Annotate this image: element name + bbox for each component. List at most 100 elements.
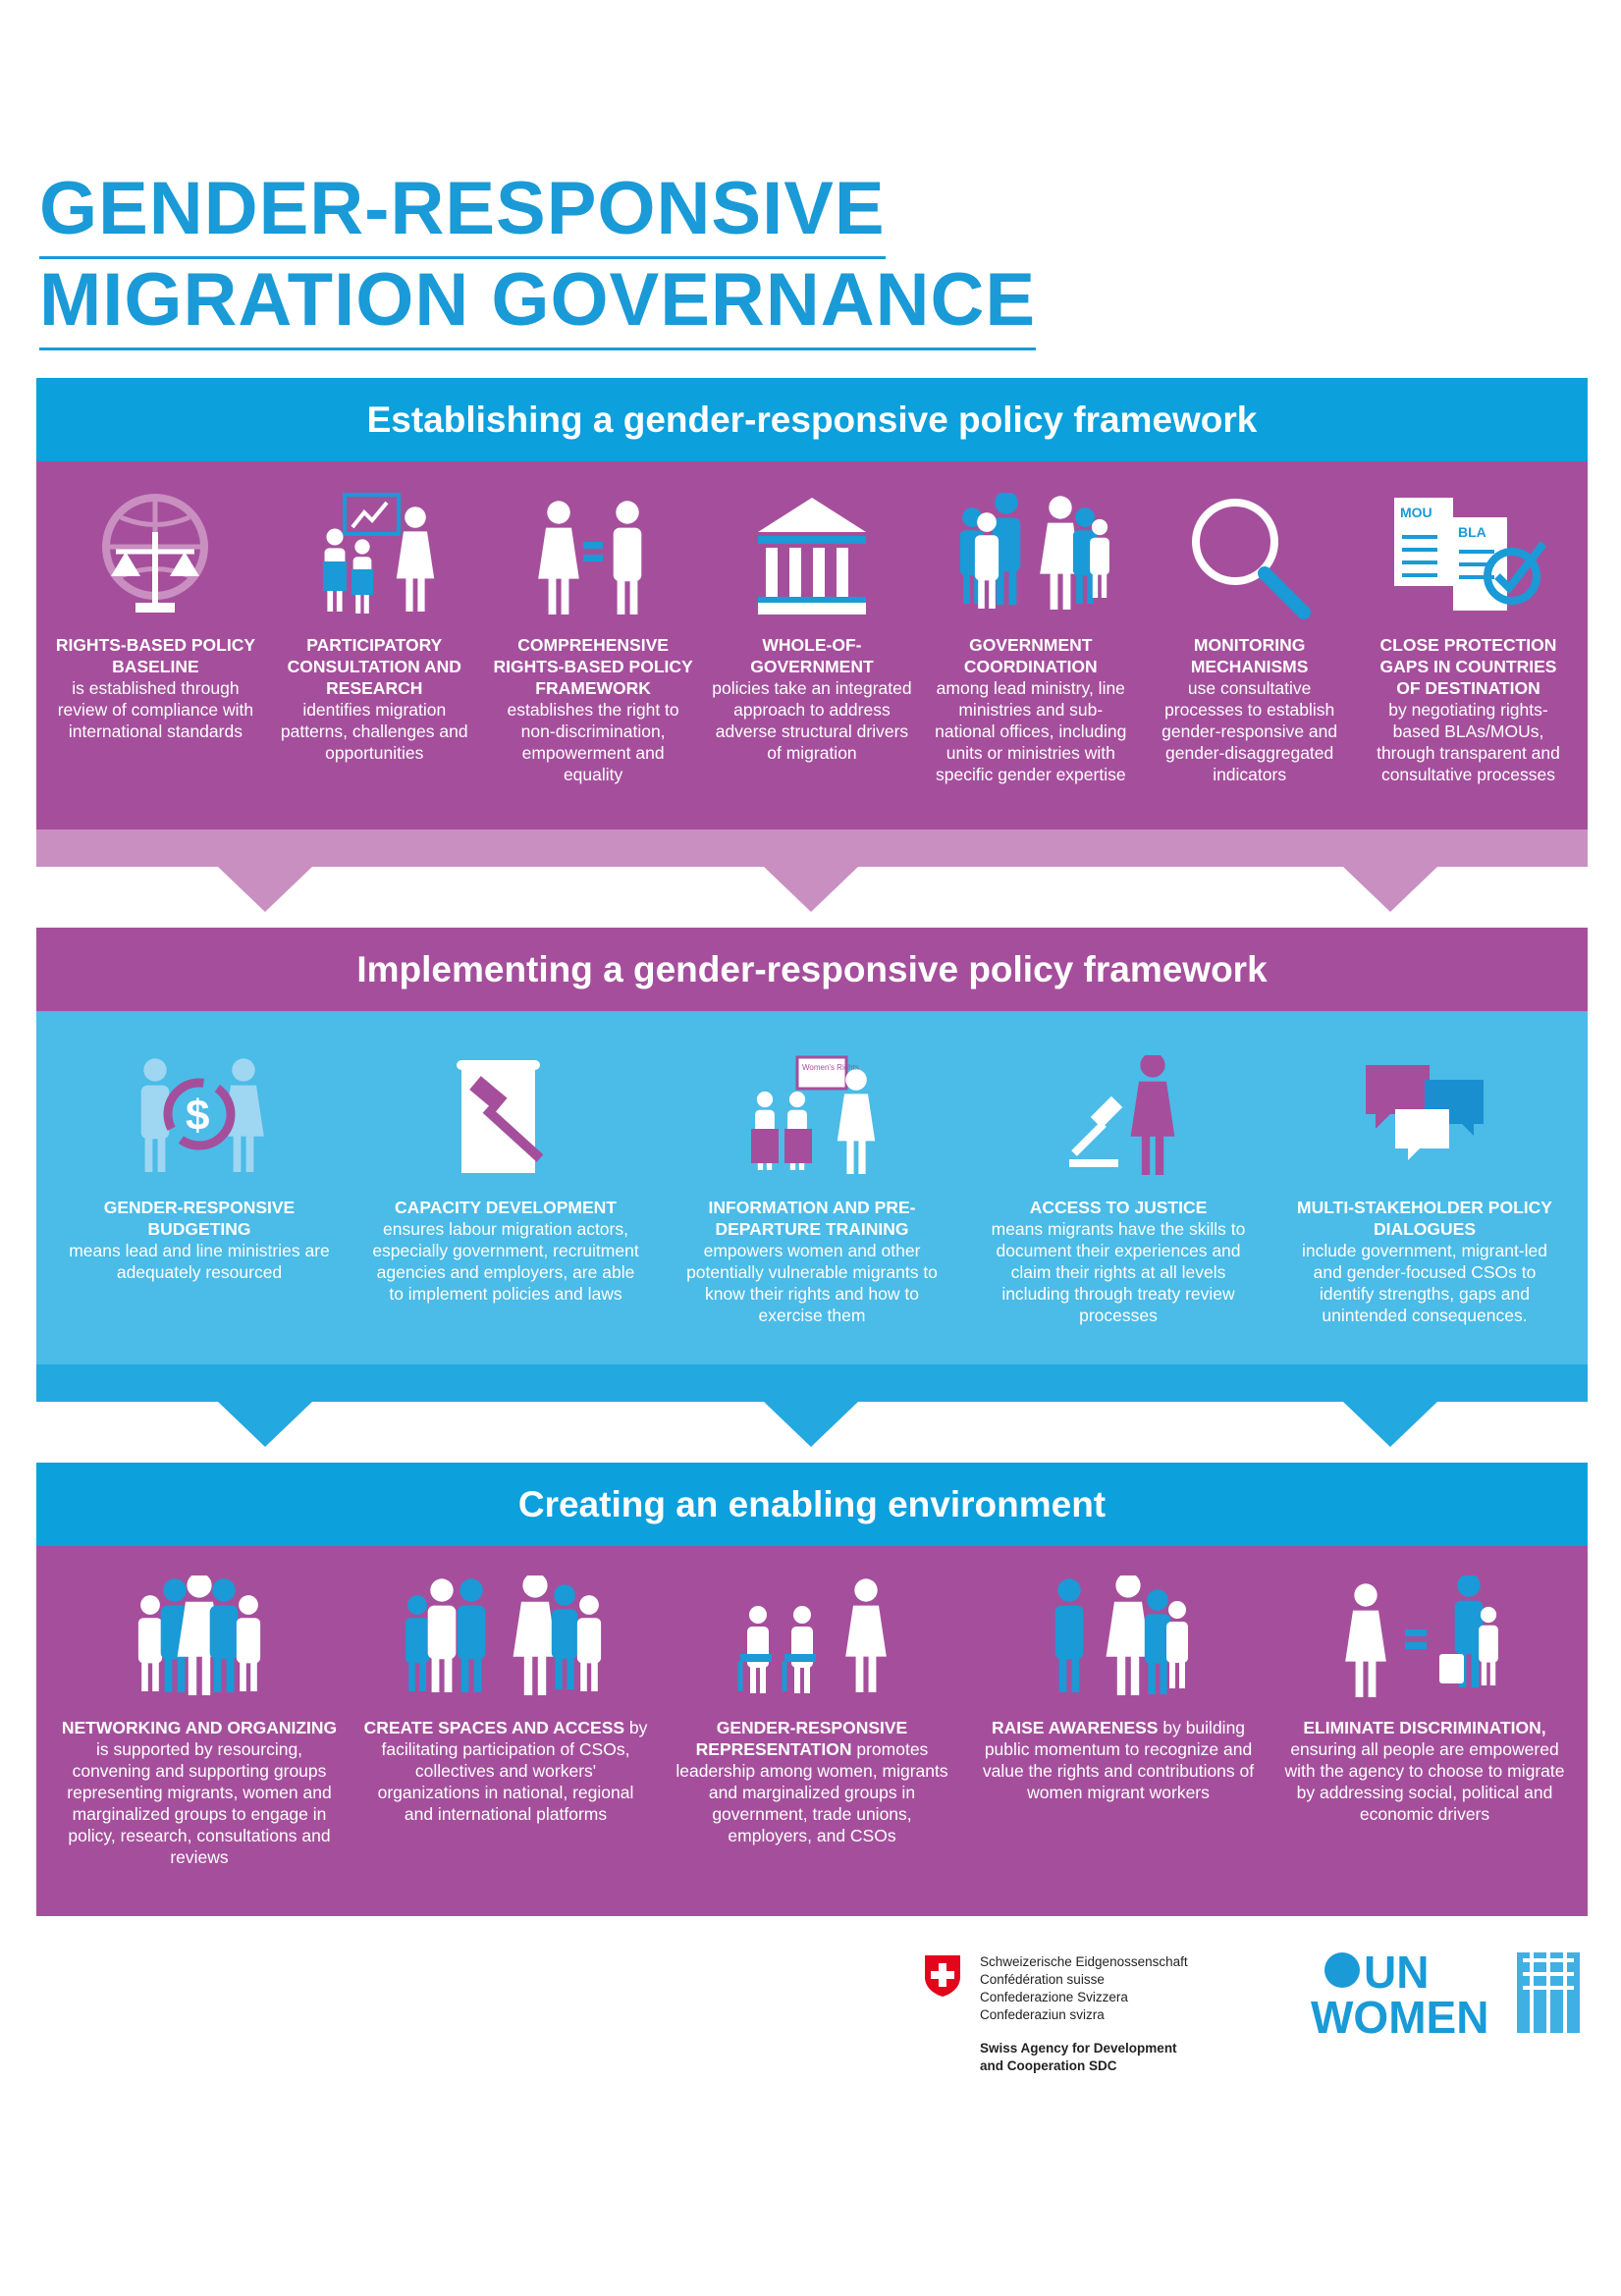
swiss-sdc-logo: Schweizerische Eidgenossenschaft Confédé…	[923, 1953, 1188, 2075]
framework-item: ELIMINATE DISCRIMINATION, ensuring all p…	[1282, 1546, 1567, 1916]
swiss-name-fr: Confédération suisse	[980, 1972, 1105, 1987]
item-text: among lead ministry, line ministries and…	[935, 678, 1127, 784]
magnifier-icon	[1181, 483, 1319, 620]
item-description: NETWORKING AND ORGANIZING is supported b…	[57, 1717, 342, 1868]
item-text: empowers women and other potentially vul…	[686, 1241, 938, 1325]
women-text: WOMEN	[1311, 1992, 1488, 2037]
swiss-name-rm: Confederaziun svizra	[980, 2007, 1105, 2022]
item-description: GENDER-RESPONSIVE REPRESENTATION promote…	[670, 1717, 954, 1846]
item-title: RIGHTS-BASED POLICY BASELINE	[55, 635, 256, 676]
item-title: GENDER-RESPONSIVE REPRESENTATION	[695, 1718, 908, 1759]
budget-cycle-icon: $	[131, 1045, 268, 1183]
item-description: COMPREHENSIVE RIGHTS-BASED POLICY FRAMEW…	[493, 634, 694, 785]
item-title: WHOLE-OF-GOVERNMENT	[750, 635, 874, 676]
documents-check-icon: MOU BLA	[1384, 483, 1551, 620]
item-text: means lead and line ministries are adequ…	[69, 1241, 330, 1282]
section-heading-implementing: Implementing a gender-responsive policy …	[36, 928, 1588, 1011]
svg-text:Women's Rights: Women's Rights	[802, 1063, 859, 1072]
swiss-name-it: Confederazione Svizzera	[980, 1990, 1128, 2004]
item-text: include government, migrant-led and gend…	[1302, 1241, 1547, 1325]
page-title-line-2: MIGRATION GOVERNANCE	[39, 263, 1037, 350]
section-enabling: NETWORKING AND ORGANIZING is supported b…	[36, 1546, 1588, 1916]
framework-item: CREATE SPACES AND ACCESS by facilitating…	[363, 1546, 648, 1916]
crowd-icon	[398, 1566, 614, 1703]
representation-icon	[729, 1566, 895, 1703]
sdc-name-line-2: and Cooperation SDC	[980, 2058, 1117, 2073]
consultation-icon	[305, 483, 443, 620]
item-title: INFORMATION AND PRE-DEPARTURE TRAINING	[708, 1198, 916, 1239]
government-building-icon	[748, 483, 876, 620]
item-title: CREATE SPACES AND ACCESS	[363, 1718, 625, 1737]
framework-item: MOU BLA CLOSE PROTECTION GAPS IN COUNTRIES…	[1368, 461, 1569, 829]
item-title: CAPACITY DEVELOPMENT	[395, 1198, 617, 1217]
scales-globe-icon	[91, 483, 219, 620]
item-text: by negotiating rights-based BLAs/MOUs, t…	[1377, 700, 1560, 784]
item-text: policies take an integrated approach to …	[712, 678, 912, 763]
group-icon	[126, 1566, 273, 1703]
item-text: means migrants have the skills to docume…	[991, 1219, 1246, 1325]
item-text: identifies migration patterns, challenge…	[280, 700, 468, 763]
item-text: promotes leadership among women, migrant…	[675, 1739, 948, 1845]
item-description: CAPACITY DEVELOPMENT ensures labour migra…	[371, 1197, 641, 1305]
item-text: by facilitating participation of CSOs, c…	[377, 1718, 648, 1824]
gavel-document-icon	[442, 1045, 569, 1183]
handshake-group-icon	[952, 483, 1109, 620]
item-title: RAISE AWARENESS	[991, 1718, 1159, 1737]
section-heading-establishing: Establishing a gender-responsive policy …	[36, 378, 1588, 461]
item-text: by building public momentum to recognize…	[982, 1718, 1255, 1802]
down-arrow	[1343, 1402, 1437, 1447]
down-arrow	[218, 867, 312, 912]
item-text: establishes the right to non-discriminat…	[507, 700, 679, 784]
item-description: CREATE SPACES AND ACCESS by facilitating…	[363, 1717, 648, 1825]
migrate-equal-icon	[1341, 1566, 1508, 1703]
training-icon: Women's Rights	[743, 1045, 881, 1183]
svg-text:MOU: MOU	[1400, 505, 1432, 520]
down-arrow	[764, 1402, 858, 1447]
un-text: UN	[1364, 1949, 1429, 1998]
item-description: RAISE AWARENESS by building public momen…	[976, 1717, 1261, 1803]
svg-text:$: $	[186, 1092, 209, 1140]
item-title: ELIMINATE DISCRIMINATION,	[1303, 1718, 1546, 1737]
framework-item: GENDER-RESPONSIVE REPRESENTATION promote…	[670, 1546, 954, 1916]
swiss-shield-icon	[925, 1955, 960, 1997]
framework-item: COMPREHENSIVE RIGHTS-BASED POLICY FRAMEW…	[493, 461, 694, 829]
megaphone-icon	[1045, 1566, 1192, 1703]
down-arrow	[1343, 867, 1437, 912]
item-title: NETWORKING AND ORGANIZING	[61, 1718, 338, 1737]
page-title-line-1: GENDER-RESPONSIVE	[39, 172, 886, 259]
item-text: use consultative processes to establish …	[1162, 678, 1338, 784]
item-text: is supported by resourcing, convening an…	[67, 1739, 332, 1867]
equality-icon	[529, 483, 657, 620]
item-description: CLOSE PROTECTION GAPS IN COUNTRIES OF DE…	[1368, 634, 1569, 785]
item-title: MULTI-STAKEHOLDER POLICY DIALOGUES	[1297, 1198, 1552, 1239]
item-title: PARTICIPATORY CONSULTATION AND RESEARCH	[287, 635, 461, 698]
framework-item: RAISE AWARENESS by building public momen…	[976, 1546, 1261, 1916]
divider-strip	[36, 1364, 1588, 1402]
sdc-name-line-1: Swiss Agency for Development	[980, 2041, 1177, 2056]
speech-bubbles-icon	[1356, 1045, 1493, 1183]
down-arrow	[218, 1402, 312, 1447]
item-text: is established through review of complia…	[57, 678, 254, 741]
item-title: COMPREHENSIVE RIGHTS-BASED POLICY FRAMEW…	[493, 635, 693, 698]
svg-text:BLA: BLA	[1458, 524, 1486, 540]
item-title: MONITORING MECHANISMS	[1190, 635, 1309, 676]
item-text: ensures labour migration actors, especia…	[372, 1219, 639, 1304]
